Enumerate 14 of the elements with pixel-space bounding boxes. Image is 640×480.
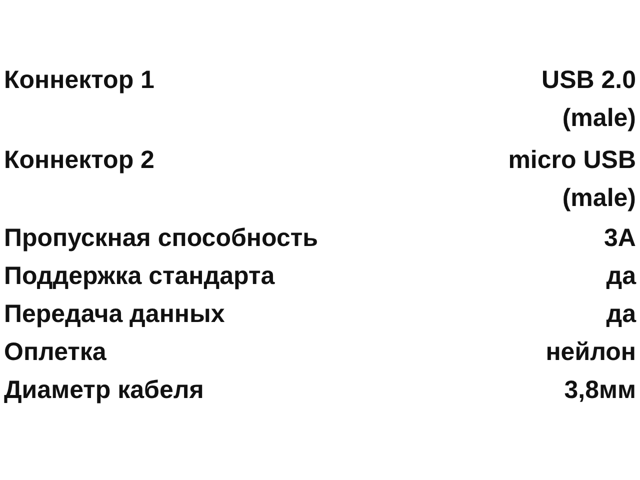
spec-value: 3,8мм (563, 375, 636, 406)
spec-label: Оплетка (4, 337, 106, 368)
spec-value: USB 2.0 (male) (540, 65, 636, 134)
spec-value: да (605, 299, 636, 330)
spec-label: Коннектор 1 (4, 65, 154, 96)
spec-value: micro USB (male) (507, 145, 636, 214)
spec-label: Пропускная способность (4, 223, 318, 254)
spec-value: 3A (603, 223, 636, 254)
spec-label: Диаметр кабеля (4, 375, 204, 406)
spec-label: Коннектор 2 (4, 145, 154, 176)
spec-value: да (605, 261, 636, 292)
spec-label: Передача данных (4, 299, 225, 330)
spec-value: нейлон (544, 337, 636, 368)
spec-label: Поддержка стандарта (4, 261, 275, 292)
